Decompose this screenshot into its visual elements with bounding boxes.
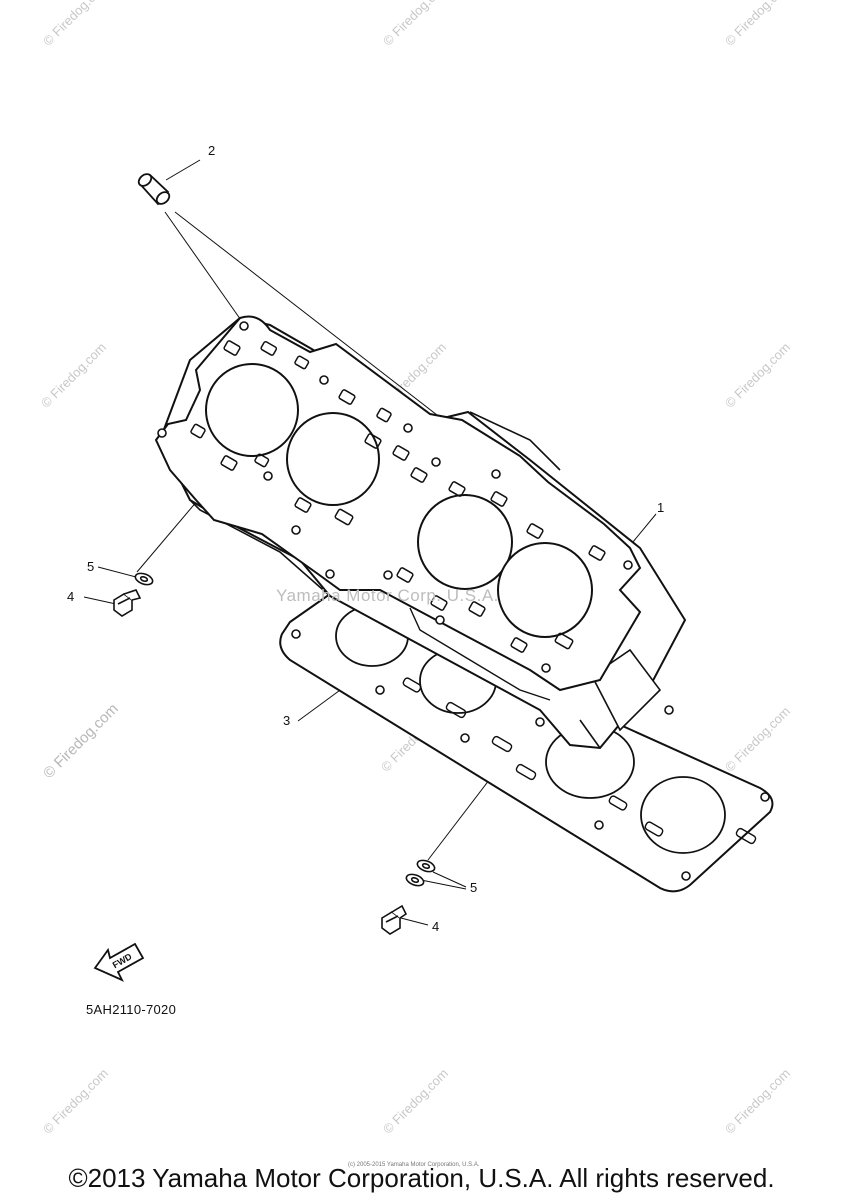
callout-5: 5	[470, 880, 477, 895]
center-watermark: Yamaha Motor Corp. U.S.A.	[276, 586, 499, 605]
callout-5: 5	[87, 559, 94, 574]
callout-4: 4	[67, 589, 74, 604]
callout-3: 3	[283, 713, 290, 728]
washer	[134, 572, 154, 586]
bolt	[113, 589, 142, 617]
part-code: 5AH2110-7020	[86, 1002, 177, 1017]
bolt	[381, 904, 408, 935]
cylinder-block	[154, 315, 687, 750]
callout-2: 2	[208, 143, 215, 158]
small-copyright: (c) 2005-2015 Yamaha Motor Corporation, …	[348, 1162, 480, 1168]
washer	[405, 859, 436, 887]
callout-1: 1	[657, 500, 664, 515]
copyright-footer: ©2013 Yamaha Motor Corporation, U.S.A. A…	[68, 1163, 775, 1193]
fwd-arrow-icon: FWD	[93, 942, 145, 982]
dowel-pin	[137, 173, 171, 206]
callout-4: 4	[432, 919, 439, 934]
